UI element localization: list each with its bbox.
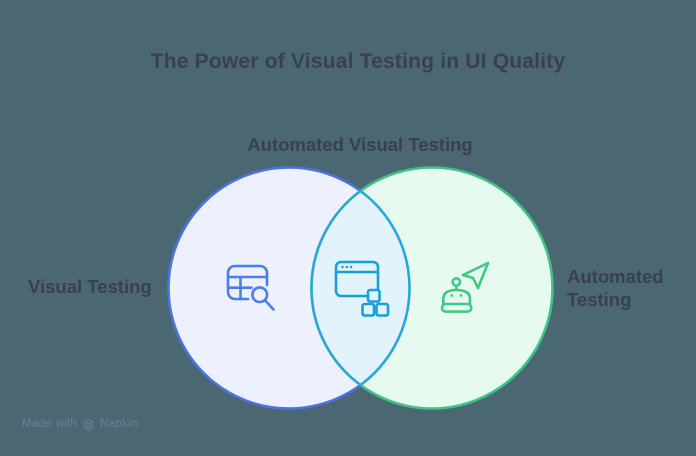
magnifier-lens (251, 286, 269, 304)
watermark-brand: Napkin (100, 418, 138, 430)
browser-components-icon (334, 260, 390, 317)
paper-plane (461, 261, 490, 290)
intersection-lens (310, 189, 411, 387)
robot-eye (459, 294, 463, 297)
robot-eye (450, 294, 454, 297)
robot-base-band (440, 302, 473, 313)
browser-window (334, 260, 380, 298)
page-title: The Power of Visual Testing in UI Qualit… (150, 50, 566, 73)
component-square (361, 302, 376, 317)
browser-dot (341, 265, 344, 269)
browser-dot (349, 265, 353, 269)
browser-dot (345, 265, 349, 269)
right-set-label: Automated Testing (567, 266, 664, 310)
robot-send-icon (440, 261, 490, 313)
magnifier-handle (263, 299, 275, 311)
napkin-watermark: Made with Napkin (22, 416, 138, 432)
table-outline (226, 264, 269, 301)
component-square (366, 288, 381, 303)
watermark-prefix: Made with (22, 418, 78, 430)
napkin-logo-icon (83, 418, 94, 431)
table-search-icon (226, 264, 275, 311)
left-set-label: Visual Testing (28, 276, 152, 297)
component-square (375, 302, 390, 317)
robot-head-dome (442, 288, 472, 306)
overlap-region-label: Automated Visual Testing (247, 134, 473, 155)
